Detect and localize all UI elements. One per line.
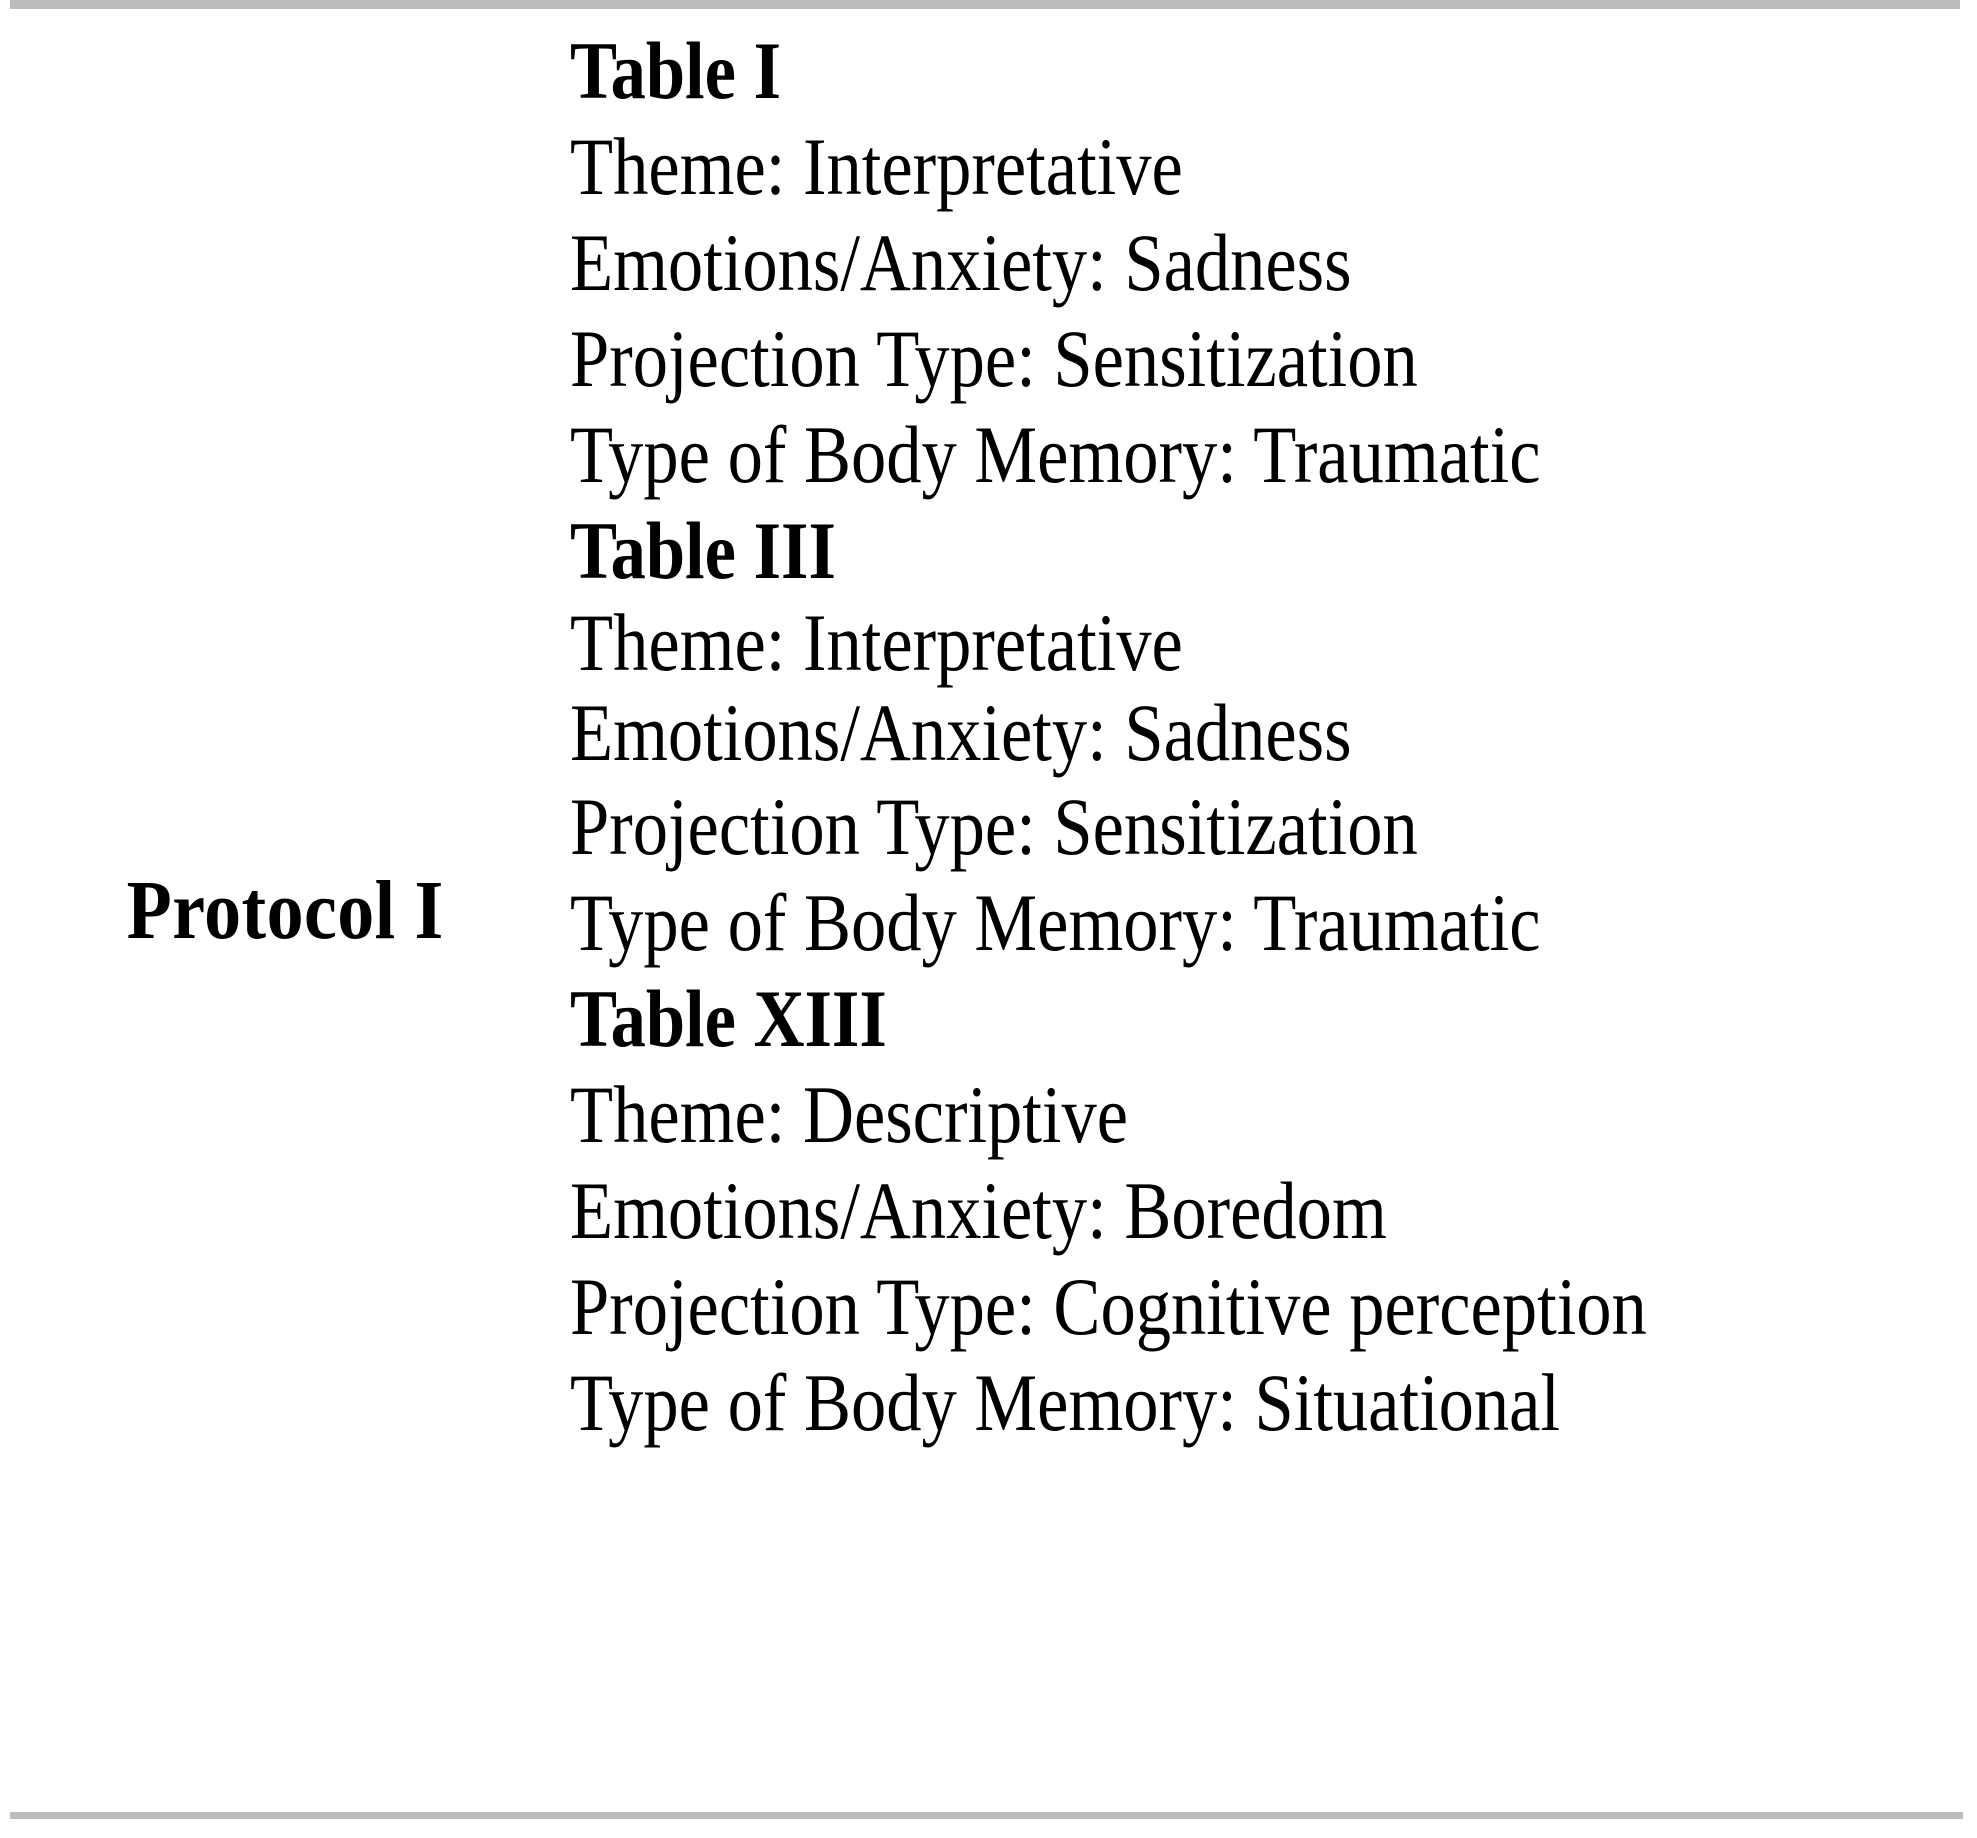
protocol-label-cell: Protocol I <box>0 9 570 1812</box>
table-entry: Table I Theme: Interpretative Emotions/A… <box>570 23 1977 503</box>
entry-title-table-i: Table I <box>570 25 782 116</box>
entry-emotions-table-xiii: Emotions/Anxiety: Boredom <box>570 1165 1387 1256</box>
table-top-border <box>10 0 1960 9</box>
table-entry: Table III Theme: Interpretative Emotions… <box>570 503 1977 971</box>
entry-body-memory-table-xiii: Type of Body Memory: Situational <box>570 1357 1561 1448</box>
protocol-label: Protocol I <box>126 863 444 957</box>
entry-title-table-iii: Table III <box>570 505 836 596</box>
entry-title-table-xiii: Table XIII <box>570 973 887 1064</box>
entry-body-memory-table-i: Type of Body Memory: Traumatic <box>570 409 1541 500</box>
table-bottom-border <box>10 1812 1963 1819</box>
entry-projection-table-iii: Projection Type: Sensitization <box>570 781 1418 872</box>
entry-theme-table-iii: Theme: Interpretative <box>570 597 1183 688</box>
protocol-entries-cell: Table I Theme: Interpretative Emotions/A… <box>570 9 1977 1812</box>
entry-projection-table-xiii: Projection Type: Cognitive perception <box>570 1261 1647 1352</box>
entry-body-memory-table-iii: Type of Body Memory: Traumatic <box>570 877 1541 968</box>
entry-theme-table-i: Theme: Interpretative <box>570 121 1183 212</box>
entry-emotions-table-i: Emotions/Anxiety: Sadness <box>570 217 1352 308</box>
table-entry: Table XIII Theme: Descriptive Emotions/A… <box>570 971 1977 1451</box>
entry-emotions-table-iii: Emotions/Anxiety: Sadness <box>570 687 1352 778</box>
entry-projection-table-i: Projection Type: Sensitization <box>570 313 1418 404</box>
entry-theme-table-xiii: Theme: Descriptive <box>570 1069 1129 1160</box>
table-row: Protocol I Table I Theme: Interpretative… <box>0 9 1977 1812</box>
